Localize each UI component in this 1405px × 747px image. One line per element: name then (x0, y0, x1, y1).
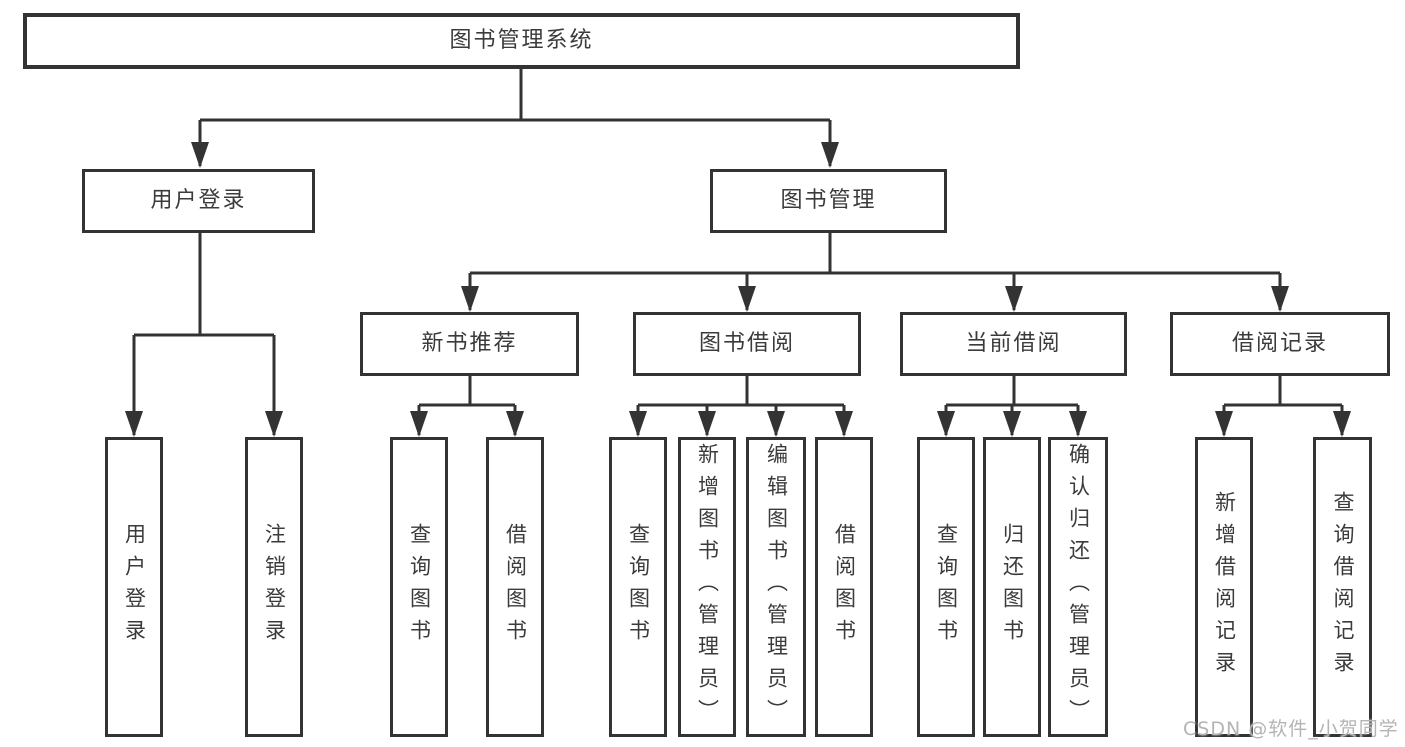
leaf-label: 确认归还（管理员） (1066, 443, 1091, 731)
leaf-confirm-return-admin: 确认归还（管理员） (1048, 437, 1108, 737)
arrowheads (125, 142, 1351, 437)
leaf-label: 查询图书 (407, 523, 432, 651)
leaf-add-borrow-record: 新增借阅记录 (1195, 437, 1253, 737)
node-current-borrow: 当前借阅 (900, 312, 1127, 376)
leaf-borrow-books: 借阅图书 (815, 437, 873, 737)
leaf-label: 用户登录 (122, 523, 147, 651)
csdn-watermark: CSDN @软件_小贺同学 (1183, 718, 1399, 740)
leaf-label: 编辑图书（管理员） (764, 443, 789, 731)
node-root-library-system: 图书管理系统 (23, 13, 1020, 69)
leaf-label: 查询图书 (626, 523, 651, 651)
leaf-label: 新增图书（管理员） (695, 443, 720, 731)
leaf-label: 查询借阅记录 (1331, 491, 1355, 683)
leaf-logout: 注销登录 (245, 437, 303, 737)
leaf-borrow-books-recommend: 借阅图书 (486, 437, 544, 737)
node-book-borrow: 图书借阅 (633, 312, 861, 376)
leaf-query-books-borrow: 查询图书 (609, 437, 667, 737)
leaf-label: 借阅图书 (832, 523, 857, 651)
node-borrow-records: 借阅记录 (1170, 312, 1390, 376)
leaf-label: 注销登录 (262, 523, 287, 651)
node-user-login: 用户登录 (82, 169, 315, 233)
leaf-query-books-current: 查询图书 (917, 437, 975, 737)
leaf-query-books-recommend: 查询图书 (390, 437, 448, 737)
leaf-label: 新增借阅记录 (1212, 491, 1237, 683)
leaf-query-borrow-record: 查询借阅记录 (1313, 437, 1372, 737)
leaf-return-books: 归还图书 (983, 437, 1041, 737)
leaf-edit-book-admin: 编辑图书（管理员） (746, 437, 806, 737)
node-book-management: 图书管理 (710, 169, 947, 233)
leaf-label: 查询图书 (934, 523, 959, 651)
leaf-label: 借阅图书 (503, 523, 528, 651)
leaf-add-book-admin: 新增图书（管理员） (678, 437, 736, 737)
leaf-user-login: 用户登录 (105, 437, 163, 737)
leaf-label: 归还图书 (1000, 523, 1025, 651)
node-new-book-recommend: 新书推荐 (360, 312, 579, 376)
